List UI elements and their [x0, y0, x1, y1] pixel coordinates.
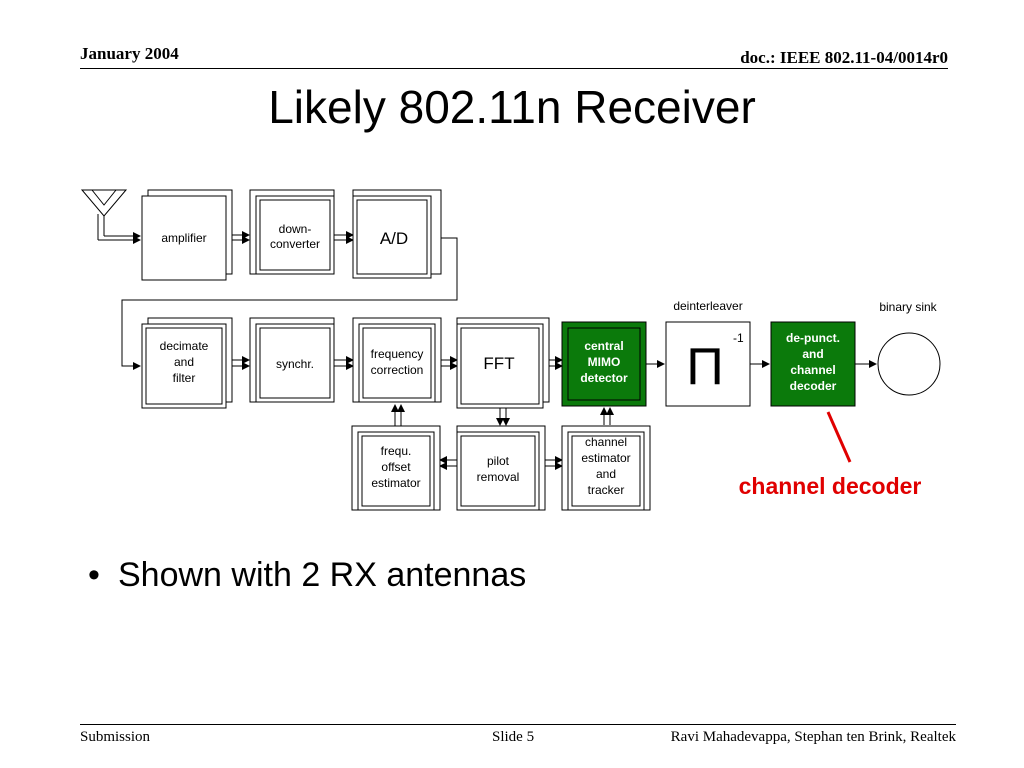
downconverter-block	[255, 195, 335, 275]
block-label-line: converter	[270, 237, 320, 251]
block-label-line: frequ.	[381, 444, 412, 458]
deinterleaver-superscript: -1	[733, 331, 744, 345]
block-label-line: frequency	[371, 347, 424, 361]
block-label-line: filter	[173, 371, 196, 385]
block-label-line: and	[596, 467, 616, 481]
depunct-label: de-punct. and channel decoder	[786, 331, 840, 393]
block-label-line: and	[802, 347, 823, 361]
wire-ad-decimate	[121, 237, 458, 370]
block-label-line: channel	[790, 363, 835, 377]
block-label-line: correction	[371, 363, 424, 377]
footer-authors: Ravi Mahadevappa, Stephan ten Brink, Rea…	[670, 729, 956, 745]
block-label-line: estimator	[581, 451, 630, 465]
block-label-line: offset	[381, 460, 411, 474]
freqcorr-block	[358, 323, 436, 403]
footer-divider	[80, 724, 956, 725]
bullet-text: Shown with 2 RX antennas	[118, 556, 527, 594]
decimate-block	[141, 323, 227, 409]
freqoffset-label: frequ. offset estimator	[371, 444, 420, 490]
freqcorr-label: frequency correction	[371, 347, 424, 377]
block-label-line: estimator	[371, 476, 420, 490]
slide-title: Likely 802.11n Receiver	[268, 81, 756, 133]
deinterleaver-caption: deinterleaver	[673, 299, 742, 313]
ad-block	[352, 195, 432, 279]
block-label-line: de-punct.	[786, 331, 840, 345]
block-label-line: pilot	[487, 454, 510, 468]
block-label-line: decimate	[160, 339, 209, 353]
block-label-line: channel	[585, 435, 627, 449]
amplifier-block	[141, 195, 227, 281]
fft-label: FFT	[483, 354, 514, 373]
block-label-line: FFT	[483, 354, 514, 373]
block-label-line: tracker	[588, 483, 625, 497]
pilot-block	[456, 431, 540, 511]
block-label-line: and	[174, 355, 194, 369]
header-doc-id: doc.: IEEE 802.11-04/0014r0	[740, 48, 948, 67]
callout-text: channel decoder	[739, 473, 922, 499]
freqoffset-block	[357, 431, 435, 511]
footer-slide-number: Slide 5	[492, 729, 535, 745]
chanest-label: channel estimator and tracker	[581, 435, 630, 497]
block-label-line: detector	[580, 371, 628, 385]
binary-sink-caption: binary sink	[879, 300, 937, 314]
header-date: January 2004	[80, 44, 179, 63]
block-label-line: MIMO	[588, 355, 621, 369]
block-label-line: down-	[279, 222, 312, 236]
block-label-line: removal	[477, 470, 520, 484]
block-label-line: decoder	[790, 379, 837, 393]
bullet-dot-icon: •	[88, 556, 100, 594]
block-label-line: central	[584, 339, 623, 353]
downconverter-label: down-converter	[270, 222, 320, 251]
deinterleaver-symbol: Π	[686, 338, 724, 396]
header-divider	[80, 68, 948, 69]
fft-block	[456, 323, 544, 409]
decimate-label: decimate and filter	[160, 339, 209, 385]
bullet-item: • Shown with 2 RX antennas	[88, 556, 526, 595]
block-label-line: A/D	[380, 229, 408, 248]
synchr-block	[255, 323, 335, 403]
amplifier-label: amplifier	[161, 231, 206, 245]
depunct-block	[770, 321, 856, 407]
mimo-block	[561, 321, 647, 407]
callout-pointer	[826, 411, 852, 463]
antenna-icon	[80, 189, 128, 240]
footer-submission: Submission	[80, 729, 151, 745]
deinterleaver-block	[665, 321, 751, 407]
block-label-line: synchr.	[276, 357, 314, 371]
binary-sink-circle	[877, 332, 941, 396]
block-label-line: amplifier	[161, 231, 206, 245]
chanest-block	[567, 431, 645, 511]
pilot-label: pilot removal	[477, 454, 520, 484]
synchr-label: synchr.	[276, 357, 314, 371]
ad-label: A/D	[380, 229, 408, 248]
